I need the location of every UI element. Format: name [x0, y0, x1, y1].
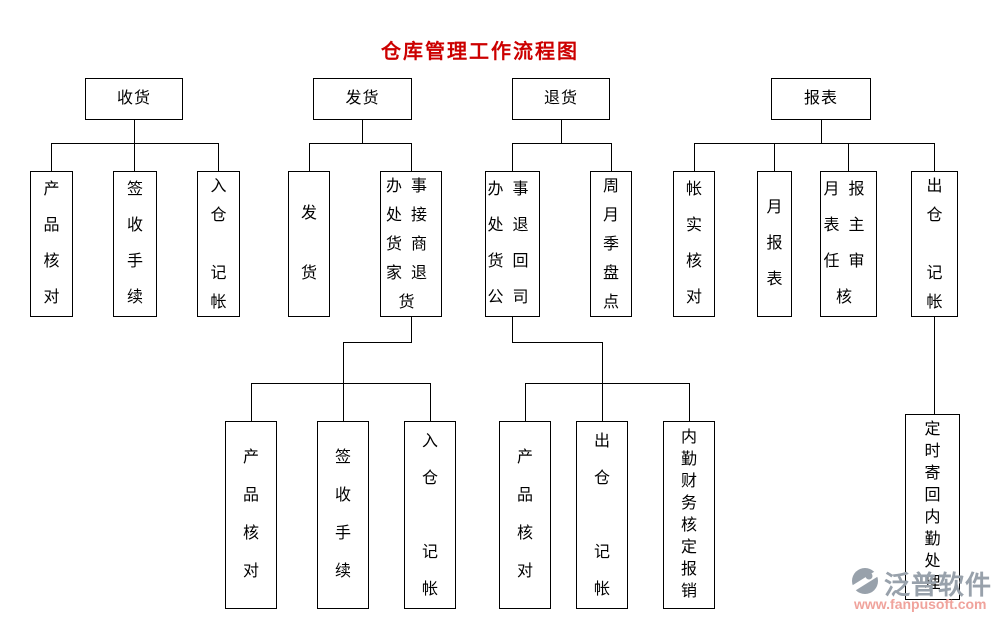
connector-line [934, 143, 935, 171]
connector-line [848, 143, 849, 171]
connector-line [343, 342, 412, 343]
page-title: 仓库管理工作流程图 [381, 41, 579, 63]
connector-line [251, 383, 431, 384]
connector-line [512, 317, 513, 343]
connector-line [309, 143, 310, 171]
node-receiving: 收货 [85, 78, 183, 120]
node-returns: 退货 [512, 78, 610, 120]
node-reports-monthly-report: 月 报 表 [757, 171, 792, 317]
connector-line [561, 120, 562, 143]
fanpu-logo-icon [845, 566, 885, 601]
connector-line [774, 143, 775, 171]
node-receiving-warehouse-in-bookkeeping: 入 仓 记 帐 [197, 171, 240, 317]
node-reports-warehouse-out-bookkeeping: 出 仓 记 帐 [911, 171, 958, 317]
node-reports: 报表 [771, 78, 871, 120]
connector-line [694, 143, 695, 171]
connector-line [694, 143, 935, 144]
connector-line [512, 342, 603, 343]
node-shipping-office-accepts-merchant-returns: 办事 处接 货商 家退 货 [380, 171, 442, 317]
node-shipping-dispatch: 发 货 [288, 171, 330, 317]
connector-line [411, 317, 412, 343]
connector-line [611, 143, 612, 171]
connector-line [51, 143, 219, 144]
connector-line [512, 143, 513, 171]
connector-line [309, 143, 412, 144]
node-reports-timed-mail-back-processing: 定 时 寄 回 内 勤 处 理 [905, 414, 960, 600]
connector-line [602, 342, 603, 421]
node-returns-sub-warehouse-out-bookkeeping: 出 仓 记 帐 [576, 421, 628, 609]
node-returns-periodic-stocktake: 周 月 季 盘 点 [590, 171, 632, 317]
connector-line [430, 383, 431, 421]
connector-line [512, 143, 612, 144]
node-returns-office-returns-to-company: 办事 处退 货回 公司 [485, 171, 540, 317]
connector-line [343, 342, 344, 421]
connector-line [251, 383, 252, 421]
connector-line [525, 383, 690, 384]
node-returns-sub-finance-reimbursement: 内 勤 财 务 核 定 报 销 [663, 421, 715, 609]
node-shipping-sub-product-check: 产 品 核 对 [225, 421, 277, 609]
node-shipping-sub-warehouse-in-bookkeeping: 入 仓 记 帐 [404, 421, 456, 609]
connector-line [525, 383, 526, 421]
connector-line [821, 120, 822, 143]
connector-line [411, 143, 412, 171]
connector-line [934, 317, 935, 414]
node-reports-account-verification: 帐 实 核 对 [673, 171, 715, 317]
node-reports-director-review: 月报 表主 任审 核 [820, 171, 877, 317]
node-receiving-product-check: 产 品 核 对 [30, 171, 73, 317]
connector-line [51, 143, 52, 171]
connector-line [134, 120, 135, 171]
node-shipping-sub-signoff-procedure: 签 收 手 续 [317, 421, 369, 609]
node-shipping: 发货 [313, 78, 412, 120]
node-receiving-signoff-procedure: 签 收 手 续 [113, 171, 157, 317]
connector-line [362, 120, 363, 143]
connector-line [218, 143, 219, 171]
connector-line [689, 383, 690, 421]
node-returns-sub-product-check: 产 品 核 对 [499, 421, 551, 609]
